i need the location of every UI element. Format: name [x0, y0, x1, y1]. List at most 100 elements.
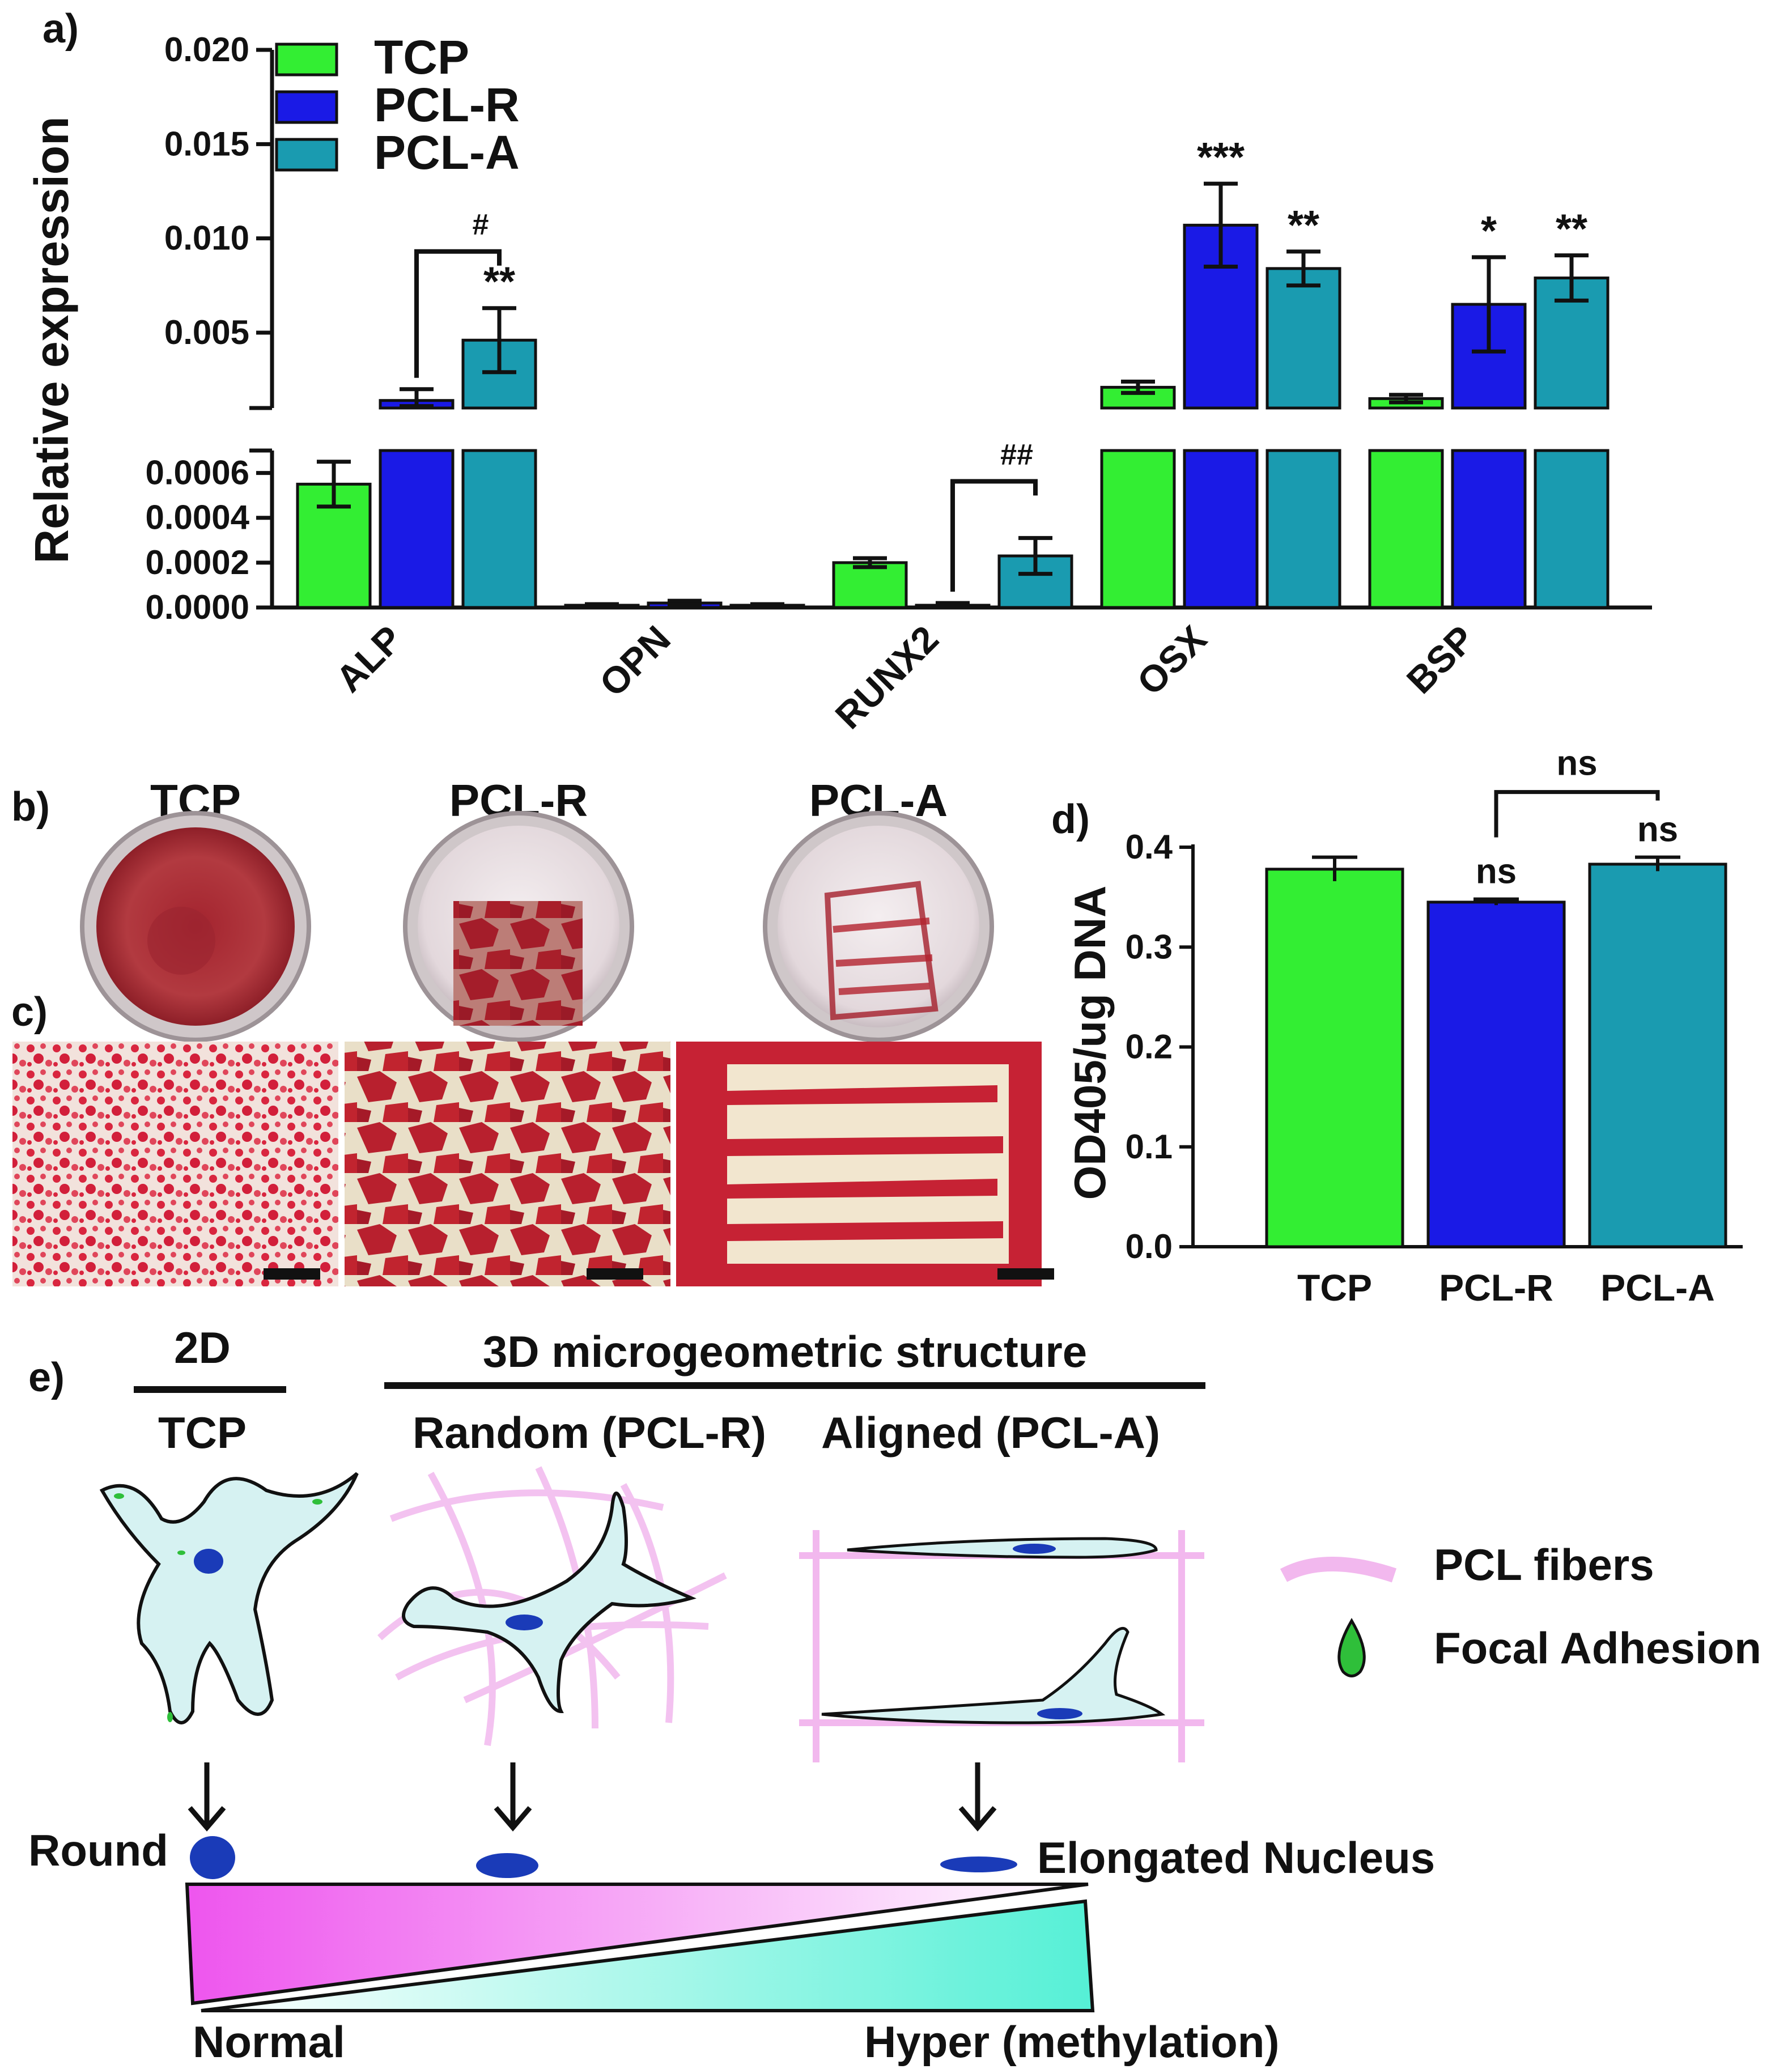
bar-osx-pcl-r-lower [1183, 449, 1259, 609]
scale-bar-tcp [264, 1268, 320, 1280]
bar-d-pcl-r [1426, 900, 1566, 1248]
nucleus-elongated-icon [940, 1856, 1017, 1872]
nucleus-medium-icon [476, 1853, 538, 1878]
cell-tcp [99, 1472, 359, 1724]
nucleus-round-icon [190, 1836, 235, 1879]
bracket-d: ns [1494, 744, 1660, 838]
errorbar-opn-pcl-r [668, 598, 702, 607]
arrows [188, 1762, 997, 1832]
errorbar-opn-pcl-a [750, 602, 784, 609]
bar-alp-pcl-a-lower [461, 449, 537, 609]
nucleus-pcl-a-bottom [1037, 1708, 1082, 1719]
errorbar-runx2-tcp [853, 556, 887, 570]
chart-a: 0.0200.0150.0100.0050.00060.00040.00020.… [145, 31, 1652, 737]
chart-d-ytick-label: 0.3 [1126, 928, 1173, 966]
sig-d-pcl-r: ns [1476, 852, 1517, 891]
bar-runx2-tcp [832, 561, 908, 609]
chart-a-category-bsp: BSP [1399, 618, 1483, 702]
elongated-label: Elongated Nucleus [1037, 1833, 1435, 1883]
sig-bsp-pcl-a: ** [1556, 207, 1587, 252]
bracket-runx2: ## [950, 438, 1038, 592]
micrograph-pcl-a [676, 1042, 1054, 1286]
bar-osx-pcl-a-lower [1266, 449, 1341, 609]
sig-alp-pcl-a: ** [483, 260, 515, 305]
dish-pcl-a [763, 811, 994, 1042]
chart-a-ytick-label: 0.005 [164, 313, 249, 351]
chart-a-category-opn: OPN [591, 618, 678, 704]
legend-fibers-label: PCL fibers [1434, 1540, 1654, 1590]
chart-d-category-tcp: TCP [1297, 1267, 1372, 1308]
bar-alp-tcp [296, 482, 372, 609]
panel-label-b: b) [11, 784, 50, 830]
errorbar-opn-tcp [585, 602, 619, 609]
legend-swatch-pcl-a [275, 138, 338, 172]
scale-bar-pcl-r [587, 1268, 643, 1280]
cell-pcl-a-bottom [821, 1626, 1166, 1724]
hyper-label: Hyper (methylation) [864, 2017, 1279, 2067]
label-2d: 2D [174, 1323, 231, 1373]
errorbar-osx-pcl-r [1204, 181, 1238, 269]
nucleus-pcl-r [506, 1615, 543, 1630]
errorbar-d-tcp [1312, 855, 1357, 881]
fibers-aligned [799, 1530, 1204, 1762]
dish-tcp [80, 811, 311, 1042]
scale-bar-pcl-a [997, 1268, 1054, 1280]
errorbar-osx-tcp [1121, 379, 1155, 395]
label-aligned: Aligned (PCL-A) [821, 1408, 1160, 1458]
nucleus-pcl-a-top [1013, 1544, 1056, 1554]
errorbar-osx-pcl-a [1286, 249, 1320, 288]
panel-label-d: d) [1051, 797, 1090, 842]
errorbar-runx2-pcl-a [1018, 536, 1052, 576]
chart-a-category-runx2: RUNX2 [827, 618, 946, 737]
errorbar-alp-tcp [317, 460, 351, 509]
legend-swatch-pcl-r [275, 90, 338, 124]
panel-label-c: c) [11, 989, 48, 1035]
sig-d-pcl-a: ns [1637, 810, 1678, 849]
bar-bsp-tcp-lower [1368, 449, 1444, 609]
chart-d-category-pcl-r: PCL-R [1439, 1267, 1553, 1308]
chart-a-ytick-label: 0.020 [164, 31, 249, 69]
label-tcp: TCP [158, 1408, 247, 1458]
bracket-alp: # [414, 209, 502, 378]
chart-a-category-osx: OSX [1129, 618, 1215, 703]
chart-a-ytick-label: 0.0000 [145, 588, 249, 626]
chart-a-legend: TCP PCL-R PCL-A [275, 31, 520, 179]
chart-a-ytick-label: 0.0002 [145, 543, 249, 581]
chart-d-ylabel: OD405/ug DNA [1065, 886, 1115, 1200]
nucleus-tcp [194, 1549, 223, 1574]
label-random: Random (PCL-R) [413, 1408, 766, 1458]
bar-bsp-pcl-a-lower [1534, 449, 1610, 609]
round-label: Round [28, 1825, 168, 1875]
errorbar-bsp-pcl-r [1472, 255, 1506, 354]
bar-d-tcp [1265, 868, 1404, 1248]
dish-pcl-r [403, 811, 634, 1042]
gradient-normal [185, 1883, 1089, 2006]
errorbar-alp-pcl-r [400, 387, 434, 409]
gradient-hyper [201, 1899, 1095, 2012]
legend-swatch-tcp [275, 43, 338, 77]
errorbar-bsp-pcl-a [1555, 253, 1589, 303]
errorbar-d-pcl-a [1635, 855, 1680, 872]
bar-bsp-pcl-r-lower [1451, 449, 1527, 609]
label-3d-structure: 3D microgeometric structure [483, 1327, 1087, 1376]
legend-label-tcp: TCP [374, 31, 469, 84]
chart-d-ytick-label: 0.2 [1126, 1028, 1173, 1066]
panel-label-a: a) [43, 6, 79, 52]
chart-a-ylabel: Relative expression [25, 116, 78, 563]
chart-a-ytick-label: 0.0004 [145, 499, 249, 537]
bracket-label-alp: # [473, 209, 489, 241]
legend-fibers: PCL fibers [1280, 1540, 1654, 1590]
cell-pcl-r [402, 1492, 697, 1714]
errorbar-alp-pcl-a [482, 306, 516, 375]
legend-focal-label: Focal Adhesion [1434, 1623, 1761, 1673]
chart-d-ytick-label: 0.0 [1126, 1227, 1173, 1265]
bar-d-pcl-a [1588, 863, 1727, 1248]
chart-a-ytick-label: 0.0006 [145, 454, 249, 492]
errorbar-runx2-pcl-r [936, 601, 970, 610]
chart-d-category-pcl-a: PCL-A [1600, 1267, 1715, 1308]
legend-label-pcl-r: PCL-R [374, 78, 520, 131]
bracket-label-runx2: ## [1000, 438, 1033, 471]
micrograph-tcp [12, 1042, 338, 1286]
